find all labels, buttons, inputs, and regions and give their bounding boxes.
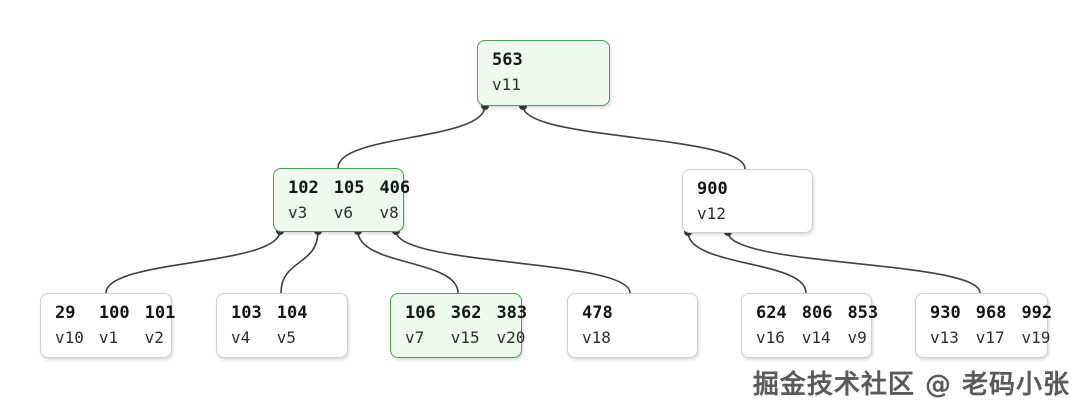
kv-column: 106 v7 (405, 304, 436, 347)
node-key: 478 (582, 303, 613, 323)
edge-internal-right-to-leaf6 (727, 231, 981, 294)
btree-node-leaf6: 930 v13 968 v17 992 v19 (915, 293, 1052, 358)
kv-column: 105 v6 (334, 179, 365, 222)
node-value: v10 (55, 328, 84, 347)
kv-column: 478 v18 (582, 304, 613, 347)
node-content: 103 v4 104 v5 (231, 304, 341, 347)
btree-node-root: 563 v11 (477, 40, 610, 106)
edge-root-to-internal-left (337, 105, 486, 169)
kv-column: 102 v3 (288, 179, 319, 222)
node-key: 900 (697, 179, 728, 199)
node-value: v12 (697, 204, 726, 223)
node-content: 102 v3 105 v6 406 v8 (288, 179, 410, 222)
node-key: 992 (1021, 303, 1053, 323)
watermark: 掘金技术社区 @ 老码小张 (752, 370, 1070, 400)
node-key: 406 (379, 178, 411, 198)
btree-node-leaf5: 624 v16 806 v14 853 v9 (741, 293, 878, 358)
node-content: 563 v11 (492, 51, 603, 94)
kv-column: 853 v9 (847, 304, 878, 347)
node-value: v11 (492, 75, 521, 94)
node-content: 106 v7 362 v15 383 v20 (405, 304, 527, 347)
edge-root-to-internal-right (522, 105, 746, 170)
node-content: 930 v13 968 v17 992 v19 (930, 304, 1052, 347)
kv-column: 362 v15 (451, 304, 482, 347)
btree-node-leaf3: 106 v7 362 v15 383 v20 (390, 293, 527, 358)
node-value: v15 (450, 328, 480, 347)
kv-column: 103 v4 (231, 304, 262, 347)
node-key: 29 (55, 303, 76, 323)
btree-node-leaf2: 103 v4 104 v5 (216, 293, 348, 358)
node-value: v3 (288, 203, 308, 222)
kv-column: 100 v1 (99, 304, 130, 347)
node-value: v20 (496, 328, 526, 347)
node-key: 624 (756, 303, 787, 323)
node-value: v9 (847, 328, 867, 347)
node-content: 900 v12 (697, 180, 806, 223)
node-key: 806 (801, 303, 833, 323)
node-content: 478 v18 (582, 304, 691, 347)
node-value: v1 (98, 328, 119, 347)
kv-column: 806 v14 (802, 304, 833, 347)
kv-column: 406 v8 (379, 179, 410, 222)
node-value: v5 (276, 328, 296, 347)
node-key: 104 (276, 303, 308, 323)
node-value: v14 (801, 328, 831, 347)
node-key: 362 (450, 303, 482, 323)
edge-internal-left-to-leaf2 (280, 230, 319, 294)
node-value: v7 (405, 328, 425, 347)
btree-node-internal-left: 102 v3 105 v6 406 v8 (273, 168, 410, 232)
kv-column: 29 v10 (55, 304, 84, 347)
node-key: 100 (98, 303, 130, 323)
kv-column: 930 v13 (930, 304, 961, 347)
node-key: 105 (333, 178, 365, 198)
edge-internal-left-to-leaf4 (395, 230, 631, 294)
kv-column: 624 v16 (756, 304, 787, 347)
node-content: 624 v16 806 v14 853 v9 (756, 304, 878, 347)
kv-column: 383 v20 (496, 304, 527, 347)
node-key: 102 (288, 178, 319, 198)
node-value: v6 (333, 203, 353, 222)
kv-column: 968 v17 (976, 304, 1007, 347)
node-key: 103 (231, 303, 262, 323)
edge-internal-left-to-leaf1 (105, 230, 281, 294)
edge-internal-left-to-leaf3 (357, 230, 459, 294)
node-value: v4 (231, 328, 251, 347)
btree-node-internal-right: 900 v12 (682, 169, 813, 233)
kv-column: 104 v5 (277, 304, 308, 347)
node-value: v19 (1021, 328, 1051, 347)
kv-column: 563 v11 (492, 51, 523, 94)
node-value: v16 (756, 328, 785, 347)
node-content: 29 v10 100 v1 101 v2 (55, 304, 175, 347)
node-key: 383 (496, 303, 528, 323)
node-value: v8 (379, 203, 399, 222)
node-value: v2 (144, 328, 164, 347)
btree-node-leaf1: 29 v10 100 v1 101 v2 (40, 293, 175, 358)
node-key: 563 (492, 50, 523, 70)
node-key: 930 (930, 303, 961, 323)
node-value: v17 (975, 328, 1005, 347)
kv-column: 900 v12 (697, 180, 728, 223)
node-key: 106 (405, 303, 436, 323)
node-value: v18 (582, 328, 611, 347)
node-key: 968 (975, 303, 1007, 323)
node-value: v13 (930, 328, 959, 347)
node-key: 101 (144, 303, 176, 323)
kv-column: 101 v2 (145, 304, 176, 347)
btree-node-leaf4: 478 v18 (567, 293, 698, 358)
node-key: 853 (847, 303, 879, 323)
kv-column: 992 v19 (1021, 304, 1052, 347)
edge-internal-right-to-leaf5 (687, 231, 807, 294)
